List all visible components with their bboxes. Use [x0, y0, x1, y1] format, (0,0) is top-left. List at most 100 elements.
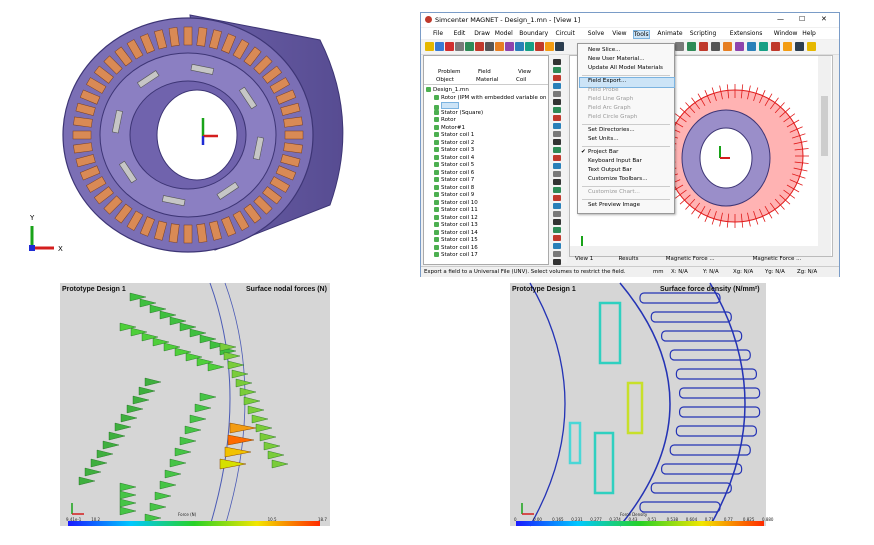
sidebar-tool[interactable] [553, 83, 561, 89]
tree-item[interactable]: Stator coil 1 [434, 132, 474, 138]
close-button[interactable]: ✕ [821, 15, 827, 23]
sidebar-tool[interactable] [553, 211, 561, 217]
menu-circuit[interactable]: Circuit [555, 30, 575, 37]
toolbar-button[interactable] [535, 42, 544, 51]
menu-item[interactable]: Set Units... [588, 136, 619, 142]
tree-item[interactable]: Rotor [434, 117, 456, 123]
sidebar-tool[interactable] [553, 115, 561, 121]
sidebar-tool[interactable] [553, 155, 561, 161]
sidebar-tool[interactable] [553, 59, 561, 65]
tree-item[interactable]: Stator coil 7 [434, 177, 474, 183]
menu-draw[interactable]: Draw [474, 30, 490, 37]
menu-item[interactable]: Field Arc Graph [588, 105, 631, 111]
sidebar-tool[interactable] [553, 259, 561, 265]
project-tab-material[interactable]: Material [476, 77, 499, 83]
menu-item[interactable]: Text Output Bar [588, 167, 632, 173]
sidebar-tool[interactable] [553, 187, 561, 193]
menu-item[interactable]: Field Probe [588, 87, 619, 93]
sidebar-tool[interactable] [553, 163, 561, 169]
menu-scripting[interactable]: Scripting [689, 30, 717, 37]
project-tab-problem[interactable]: Problem [438, 69, 461, 75]
menu-item[interactable]: Update All Model Materials [588, 65, 663, 71]
sidebar-tool[interactable] [553, 251, 561, 257]
tree-item[interactable]: Stator coil 15 [434, 237, 478, 243]
menu-item[interactable]: Customize Chart... [588, 189, 640, 195]
toolbar-button[interactable] [465, 42, 474, 51]
sidebar-tool[interactable] [553, 107, 561, 113]
menu-item[interactable]: Field Circle Graph [588, 114, 638, 120]
tree-item[interactable]: Stator coil 4 [434, 154, 474, 161]
toolbar-button[interactable] [747, 42, 756, 51]
view-tab[interactable]: Magnetic Force ... [665, 256, 715, 262]
tree-item[interactable]: Stator coil 14 [434, 229, 478, 236]
toolbar-button[interactable] [795, 42, 804, 51]
toolbar-button[interactable] [771, 42, 780, 51]
tree-item[interactable]: Stator coil 5 [434, 162, 474, 168]
menu-item[interactable]: Customize Toolbars... [588, 176, 648, 182]
menu-view[interactable]: View [612, 30, 627, 37]
sidebar-tool[interactable] [553, 179, 561, 185]
sidebar-tool[interactable] [553, 67, 561, 73]
menu-item[interactable]: New User Material... [588, 56, 645, 62]
menu-model[interactable]: Model [494, 30, 513, 37]
tree-item[interactable]: Stator coil 2 [434, 139, 474, 146]
toolbar-button[interactable] [675, 42, 684, 51]
tree-item[interactable]: Stator coil 17 [434, 252, 478, 258]
sidebar-tool[interactable] [553, 131, 561, 137]
tree-item[interactable]: Stator coil 13 [434, 222, 478, 228]
sidebar-tool[interactable] [553, 99, 561, 105]
toolbar-button[interactable] [495, 42, 504, 51]
sidebar-tool[interactable] [553, 203, 561, 209]
toolbar-button[interactable] [505, 42, 514, 51]
sidebar-tool[interactable] [553, 91, 561, 97]
toolbar-button[interactable] [435, 42, 444, 51]
sidebar-tool[interactable] [553, 139, 561, 145]
menu-item[interactable]: Project Bar [588, 149, 619, 155]
menu-item[interactable]: Field Line Graph [588, 96, 634, 102]
menu-animate[interactable]: Animate [657, 30, 683, 37]
tree-item[interactable]: Stator coil 8 [434, 184, 474, 191]
toolbar-button[interactable] [475, 42, 484, 51]
toolbar-button[interactable] [525, 42, 534, 51]
menu-item[interactable]: Set Directories... [588, 127, 635, 133]
toolbar-button[interactable] [723, 42, 732, 51]
menu-boundary[interactable]: Boundary [519, 30, 549, 37]
sidebar-tool[interactable] [553, 195, 561, 201]
menu-extensions[interactable]: Extensions [729, 30, 763, 37]
tree-item[interactable]: Rotor (IPM with embedded variable on [434, 94, 546, 101]
tree-item[interactable]: Stator coil 9 [434, 192, 474, 198]
menu-solve[interactable]: Solve [587, 30, 605, 37]
toolbar-button[interactable] [759, 42, 768, 51]
sidebar-tool[interactable] [553, 147, 561, 153]
menu-window[interactable]: Window [773, 30, 798, 37]
menu-file[interactable]: File [433, 30, 444, 37]
toolbar-button[interactable] [555, 42, 564, 51]
menu-item[interactable]: Field Export... [588, 78, 627, 84]
tree-item[interactable]: Stator coil 11 [434, 207, 478, 213]
minimize-button[interactable]: — [777, 15, 784, 23]
maximize-button[interactable]: ☐ [799, 15, 806, 23]
tree-item[interactable]: Design_1.mn [426, 87, 469, 93]
toolbar-button[interactable] [711, 42, 720, 51]
menu-edit[interactable]: Edit [453, 30, 466, 37]
menu-item[interactable]: Keyboard Input Bar [588, 158, 642, 164]
menu-help[interactable]: Help [802, 30, 816, 37]
toolbar-button[interactable] [699, 42, 708, 51]
sidebar-tool[interactable] [553, 227, 561, 233]
sidebar-tool[interactable] [553, 219, 561, 225]
sidebar-tool[interactable] [553, 235, 561, 241]
tree-item[interactable]: Stator coil 16 [434, 244, 478, 251]
tree-item[interactable]: Stator (Square) [434, 109, 483, 116]
tree-item[interactable]: Stator coil 10 [434, 199, 478, 206]
toolbar-button[interactable] [807, 42, 816, 51]
view-tab[interactable]: View 1 [575, 256, 594, 262]
toolbar-button[interactable] [783, 42, 792, 51]
toolbar-button[interactable] [485, 42, 494, 51]
view-tab[interactable]: Results [618, 256, 639, 262]
project-tab-field[interactable]: Field [478, 69, 491, 75]
tree-item[interactable]: Stator coil 3 [434, 147, 474, 153]
tree-item[interactable]: Stator coil 12 [434, 214, 478, 221]
sidebar-tool[interactable] [553, 243, 561, 249]
toolbar-button[interactable] [545, 42, 554, 51]
toolbar-button[interactable] [445, 42, 454, 51]
